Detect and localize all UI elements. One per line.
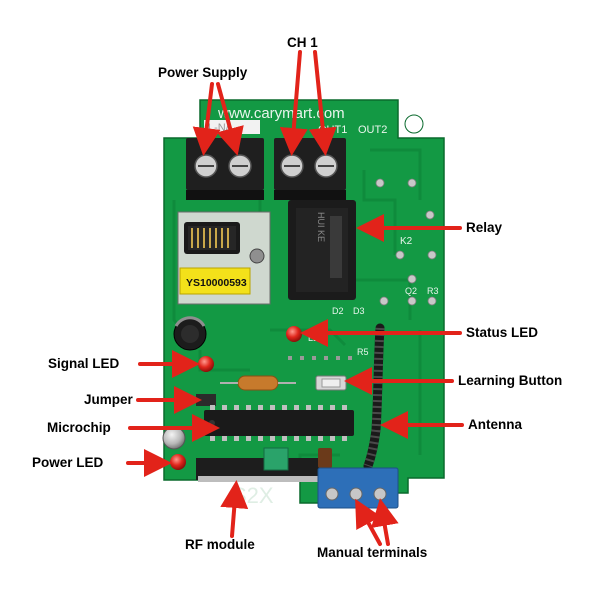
learning-button-component (315, 375, 347, 391)
signal-led (198, 356, 214, 372)
arrow-ch1-1 (279, 50, 308, 156)
label-ch1: CH 1 (287, 35, 318, 50)
model-silkscreen: S2X (232, 483, 274, 508)
label-antenna: Antenna (468, 417, 522, 432)
arrow-ch1-2 (308, 50, 337, 156)
rf-module-component (196, 447, 332, 482)
r3-silkscreen: R3 (427, 286, 439, 296)
label-relay: Relay (466, 220, 503, 235)
callout-arrows (126, 50, 464, 546)
relay-component: HUI KE (288, 200, 356, 300)
relay-marking: HUI KE (316, 212, 326, 242)
label-jumper: Jumper (84, 392, 133, 407)
jumper-component (196, 375, 296, 406)
d3-silkscreen: D3 (353, 306, 365, 316)
manual-terminals-component (317, 467, 399, 509)
ch1-terminal-block (274, 138, 346, 200)
label-status-led: Status LED (466, 325, 539, 340)
power-module: YS10000593 (173, 211, 271, 351)
status-led (286, 326, 302, 342)
website-silkscreen: www.carymart.com (217, 105, 345, 122)
label-power-led: Power LED (32, 455, 104, 470)
power-terminal-block (186, 138, 264, 200)
power-led (170, 454, 186, 470)
d2-silkscreen: D2 (332, 306, 344, 316)
label-learning-button: Learning Button (458, 373, 563, 388)
label-microchip: Microchip (47, 420, 111, 435)
label-power-supply: Power Supply (158, 65, 248, 80)
arrow-manual-terminals-2 (355, 498, 382, 546)
arrow-power-supply-1 (192, 82, 221, 156)
label-manual-terminals: Manual terminals (317, 545, 428, 560)
label-signal-led: Signal LED (48, 356, 120, 371)
k2-silkscreen: K2 (400, 236, 413, 247)
antenna-coil (363, 323, 385, 471)
microchip-component (162, 405, 354, 450)
power-module-sticker: YS10000593 (186, 277, 247, 289)
r5-silkscreen: R5 (357, 347, 369, 357)
out2-silkscreen: OUT2 (358, 124, 387, 136)
arrow-rf-module (220, 480, 249, 538)
arrow-manual-terminals-1 (371, 498, 399, 546)
q2-silkscreen: Q2 (405, 286, 417, 296)
arrow-power-supply-2 (216, 82, 244, 156)
label-rf-module: RF module (185, 537, 255, 552)
